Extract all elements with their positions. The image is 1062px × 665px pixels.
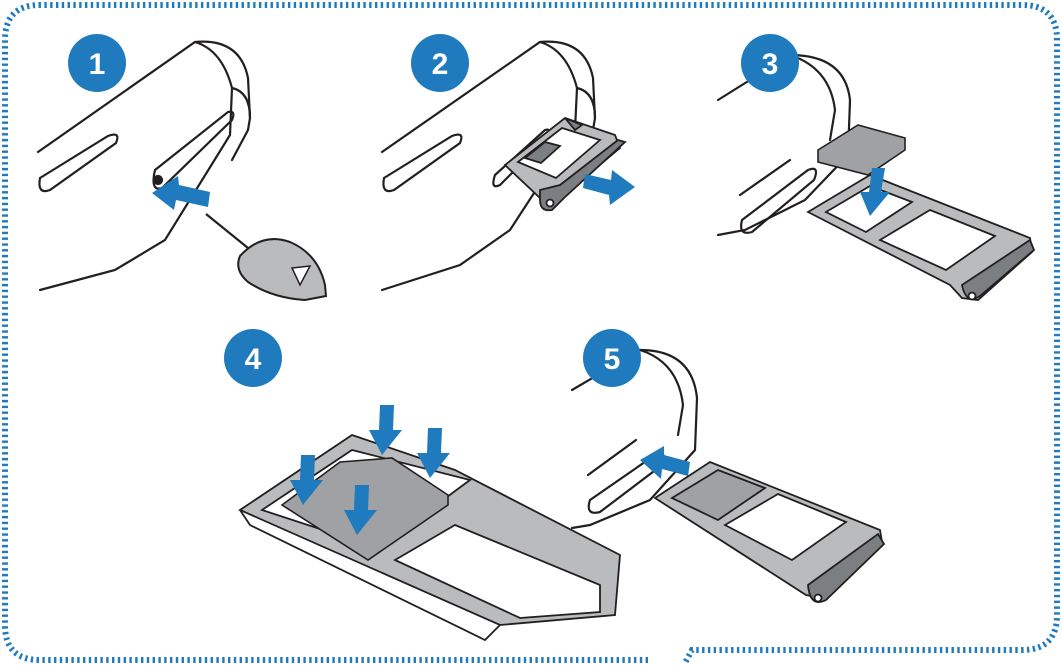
svg-text:5: 5	[604, 343, 621, 376]
step-badge-4: 4	[224, 329, 282, 387]
insert-arrow-icon	[640, 446, 690, 479]
step-4-illustration	[238, 405, 621, 642]
ejection-pin-icon	[205, 213, 328, 302]
step-3-illustration	[716, 53, 1036, 301]
step-badge-2: 2	[411, 34, 469, 92]
svg-text:1: 1	[89, 48, 106, 81]
svg-text:3: 3	[762, 48, 779, 81]
sim-tray	[806, 174, 1036, 301]
phone-body	[36, 40, 252, 292]
insert-arrow-icon	[152, 176, 210, 210]
sim-card-icon	[817, 124, 906, 176]
svg-text:4: 4	[245, 343, 262, 376]
sim-tray	[503, 116, 627, 212]
down-arrow-icon	[860, 168, 890, 216]
step-1-illustration	[36, 40, 328, 302]
svg-text:2: 2	[432, 48, 449, 81]
pull-out-arrow-icon	[583, 170, 635, 205]
step-badge-5: 5	[583, 329, 641, 387]
step-2-illustration	[380, 40, 635, 292]
press-arrows-icon	[290, 405, 450, 535]
step-badge-3: 3	[741, 34, 799, 92]
step-badge-1: 1	[68, 34, 126, 92]
step-5-illustration	[570, 348, 886, 603]
sim-tray	[653, 460, 886, 603]
